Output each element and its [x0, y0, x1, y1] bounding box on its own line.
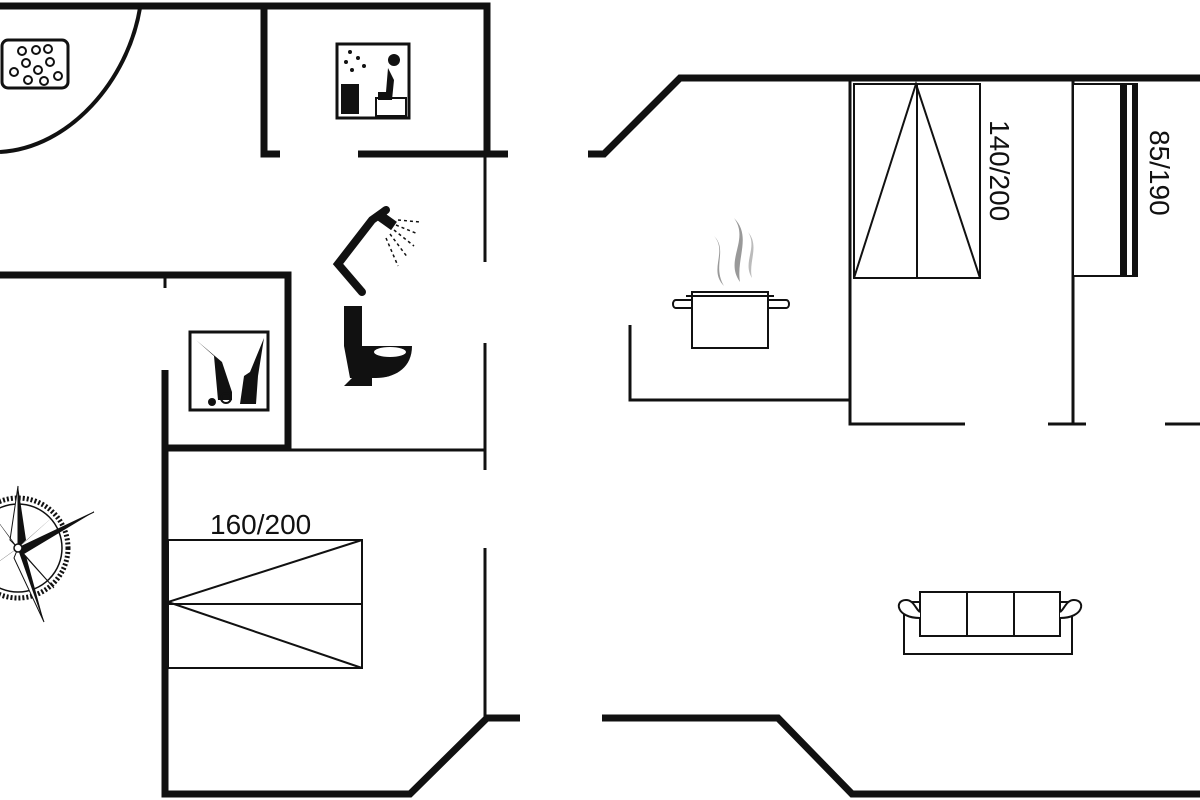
wall-utility — [0, 271, 292, 452]
spa-icon — [0, 7, 142, 154]
toilet-icon — [344, 306, 412, 386]
wall-sauna-left — [260, 8, 280, 158]
bed-double-right: 140/200 — [853, 80, 1015, 279]
kitchen-counter — [628, 325, 850, 402]
wall-bedroom-outer — [161, 448, 520, 798]
wall-top-left — [0, 2, 508, 158]
wall-right-top — [588, 74, 1200, 158]
washing-machine-icon — [188, 330, 270, 412]
bed-double-left: 160/200 — [164, 509, 363, 669]
bed-label-85-190: 85/190 — [1144, 130, 1175, 216]
bed-label-160-200: 160/200 — [210, 509, 311, 540]
wall-bedroom2-left — [848, 80, 965, 426]
wall-living-bottom — [602, 714, 1200, 798]
sofa-icon — [897, 591, 1083, 655]
bed-single-right: 85/190 — [1072, 83, 1175, 277]
shower-icon — [332, 206, 421, 296]
cooking-pot-icon — [672, 218, 790, 349]
bed-label-140-200: 140/200 — [984, 120, 1015, 221]
compass-rose-icon — [0, 485, 95, 623]
sauna-icon — [335, 42, 411, 120]
